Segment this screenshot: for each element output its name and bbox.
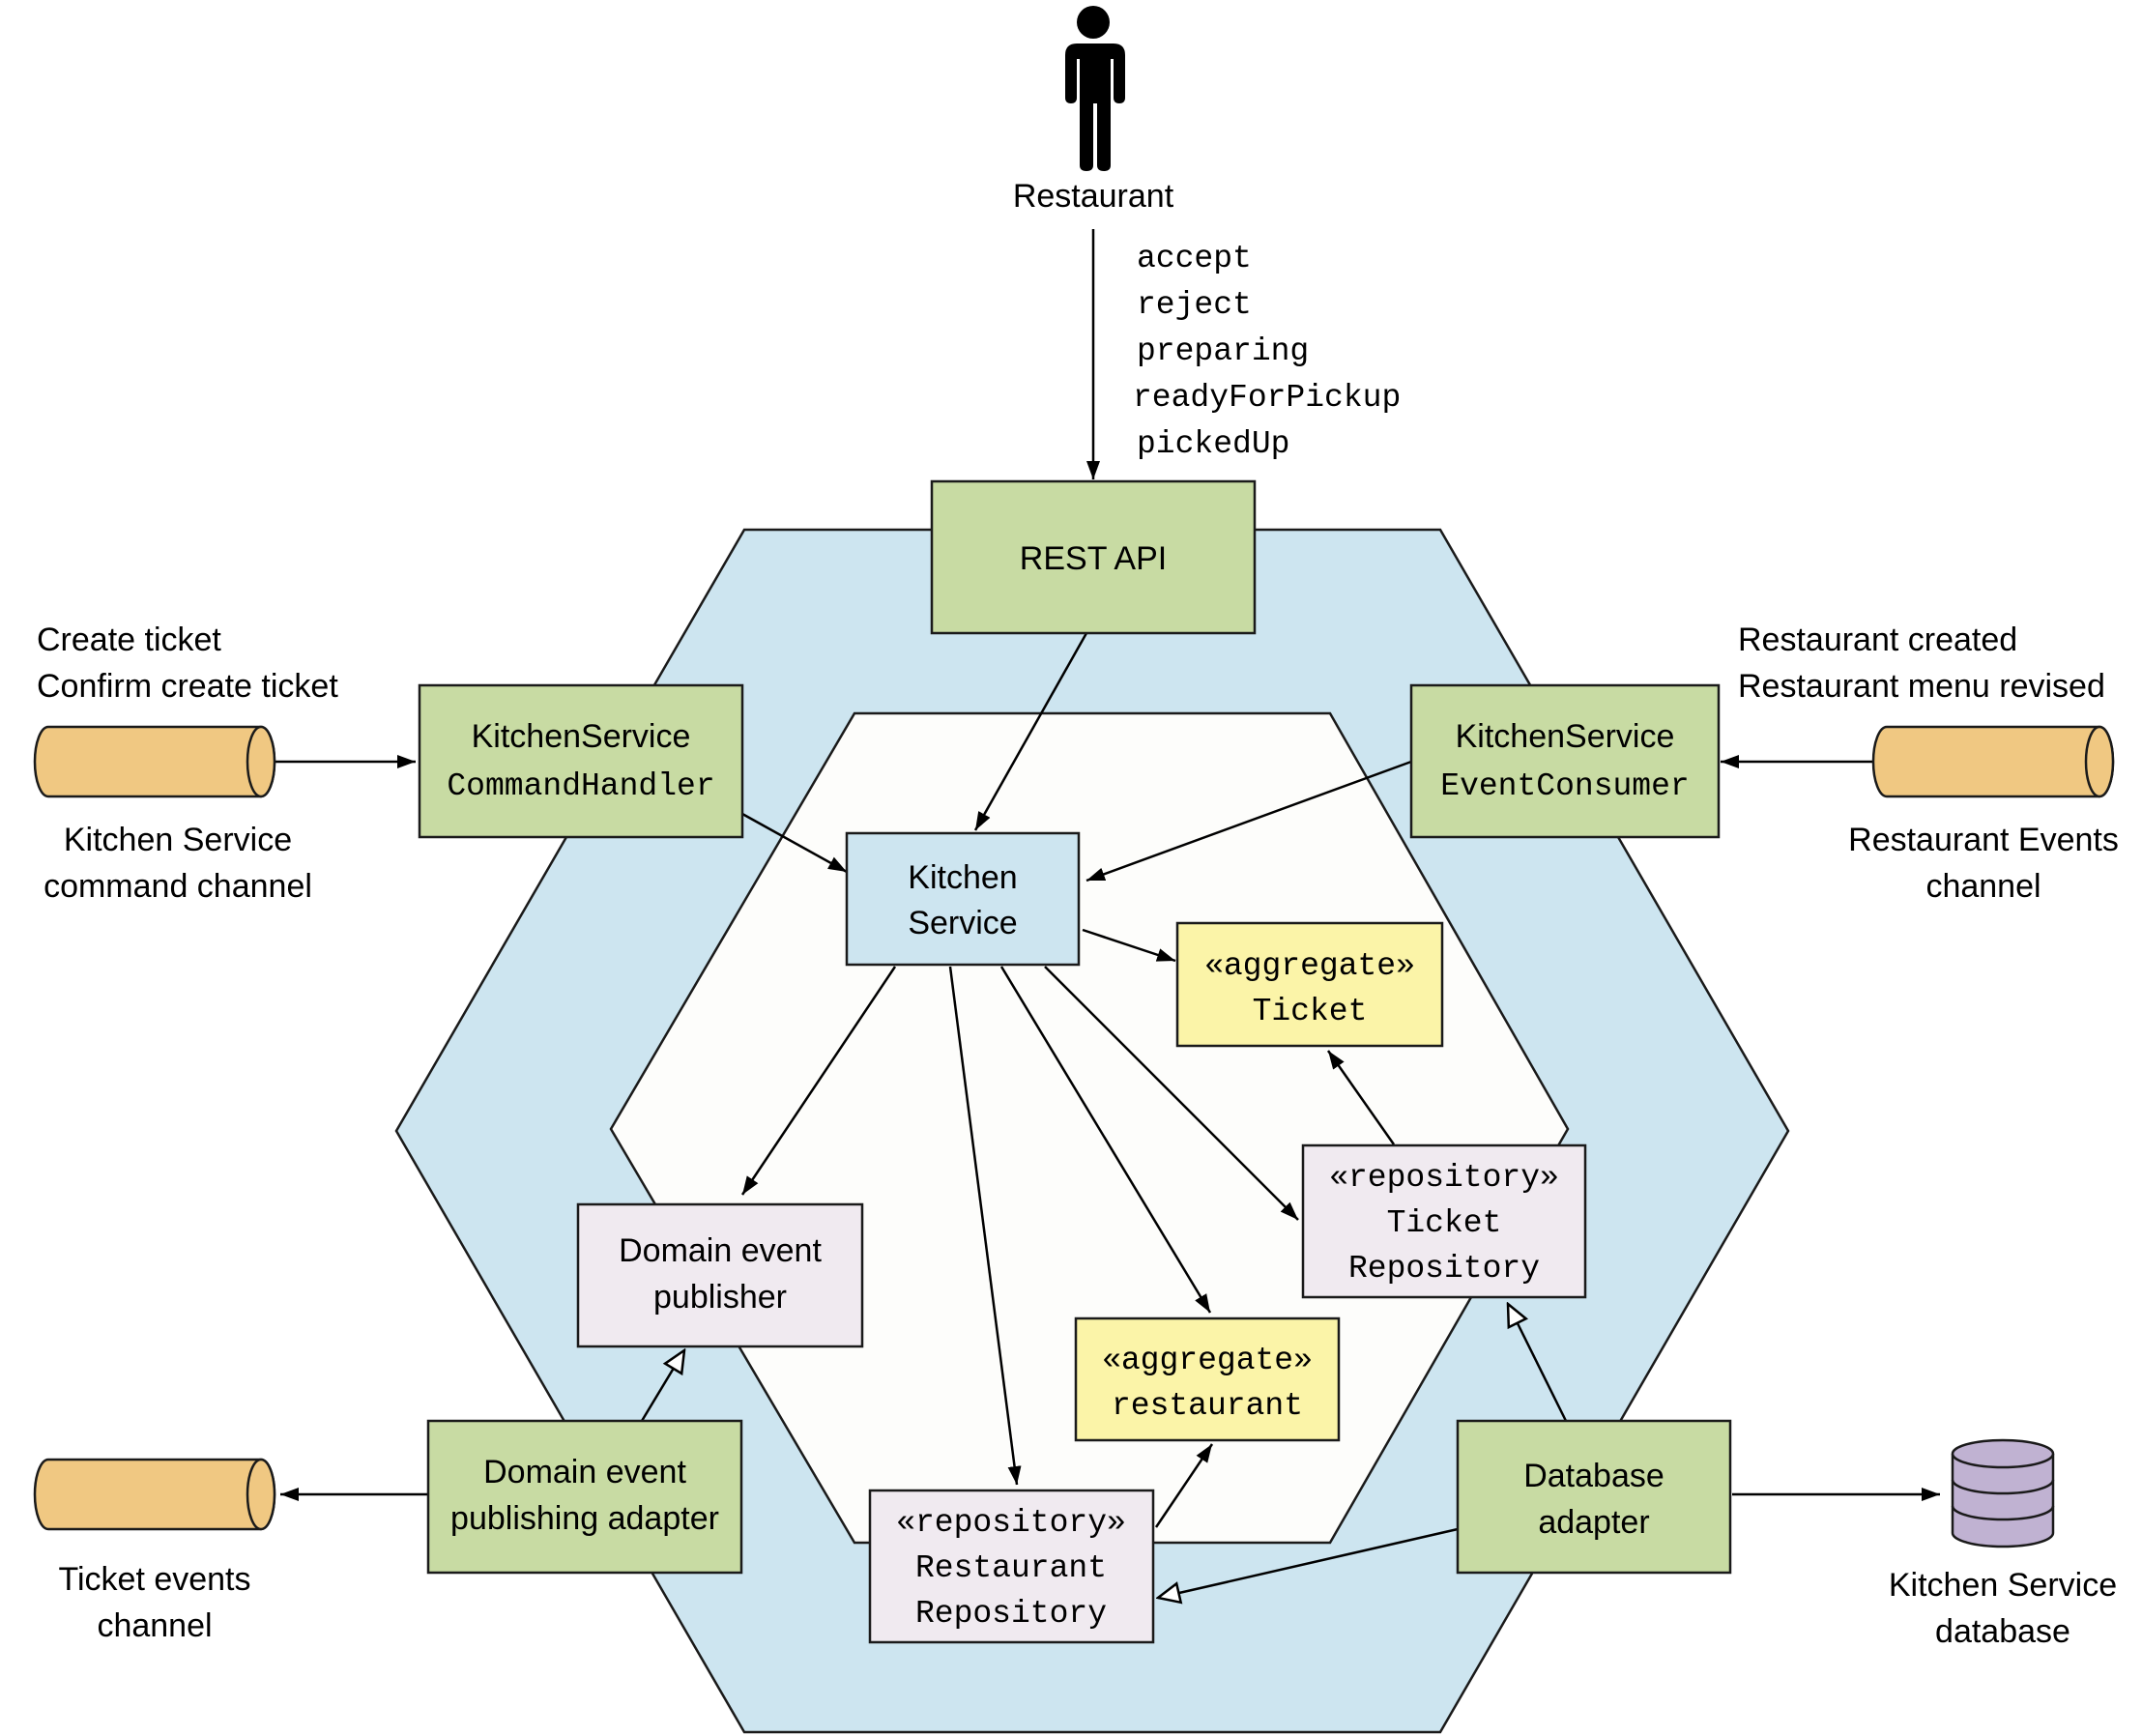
domain-event-publisher-box: Domain event publisher (576, 1202, 864, 1348)
actor-label: Restaurant (1013, 178, 1174, 215)
restaurant-repository-line2: Restaurant (915, 1550, 1107, 1586)
operation-ready-for-pickup: readyForPickup (1133, 380, 1401, 416)
command-handler-adapter: KitchenService CommandHandler (418, 683, 744, 839)
command-channel-name-2: command channel (43, 868, 312, 905)
edge-kitchen-service-to-restaurant-repository (948, 966, 1022, 1486)
operation-preparing: preparing (1137, 333, 1309, 369)
restaurant-events-message-1: Restaurant created (1738, 622, 2017, 658)
domain-event-publishing-adapter: Domain event publishing adapter (426, 1419, 743, 1575)
ticket-repository-box: «repository» Ticket Repository (1301, 1143, 1587, 1299)
edge-kitchen-service-to-restaurant-aggregate (999, 966, 1212, 1314)
edge-command-handler-to-kitchen-service (741, 812, 848, 874)
restaurant-aggregate-stereotype: «aggregate» (1102, 1343, 1313, 1378)
rest-operations-list: accept reject preparing readyForPickup p… (1133, 241, 1401, 462)
database-name-2: database (1935, 1613, 2070, 1650)
restaurant-events-name-2: channel (1925, 868, 2041, 905)
ticket-repository-stereotype: «repository» (1329, 1160, 1559, 1196)
event-consumer-adapter: KitchenService EventConsumer (1409, 683, 1721, 839)
database-adapter-line2: adapter (1538, 1504, 1649, 1541)
edge-restaurant-repository-to-restaurant (1154, 1443, 1214, 1528)
ticket-aggregate-name: Ticket (1253, 994, 1368, 1029)
ticket-aggregate-box: «aggregate» Ticket (1175, 921, 1444, 1048)
restaurant-events-message-2: Restaurant menu revised (1738, 668, 2105, 705)
edge-database-adapter-implements-restaurant-repository (1158, 1527, 1459, 1598)
event-consumer-class: EventConsumer (1440, 768, 1689, 804)
command-handler-class: CommandHandler (447, 768, 714, 804)
edge-kitchen-service-to-ticket (1082, 928, 1176, 963)
command-channel-name-1: Kitchen Service (64, 822, 292, 858)
operation-picked-up: pickedUp (1137, 426, 1289, 462)
event-consumer-title: KitchenService (1456, 718, 1675, 755)
ticket-events-name-1: Ticket events (58, 1561, 250, 1598)
operation-accept: accept (1137, 241, 1252, 276)
edge-event-consumer-to-kitchen-service (1085, 760, 1412, 882)
kitchen-service-line1: Kitchen (908, 859, 1017, 896)
database-name-1: Kitchen Service (1889, 1567, 2117, 1604)
restaurant-events-name-1: Restaurant Events (1848, 822, 2119, 858)
edge-rest-api-to-kitchen-service (973, 632, 1088, 831)
ticket-events-channel-icon (33, 1458, 276, 1531)
edge-database-adapter-implements-ticket-repository (1508, 1304, 1569, 1424)
database-adapter: Database adapter (1456, 1419, 1732, 1575)
command-channel-message-1: Create ticket (37, 622, 221, 658)
restaurant-events-channel-icon (1871, 725, 2115, 798)
command-channel-icon (33, 725, 276, 798)
restaurant-repository-stereotype: «repository» (896, 1505, 1126, 1541)
database-icon (1951, 1438, 2055, 1548)
command-handler-title: KitchenService (472, 718, 691, 755)
publishing-adapter-line2: publishing adapter (450, 1500, 719, 1537)
database-adapter-line1: Database (1523, 1458, 1664, 1494)
ticket-events-name-2: channel (97, 1607, 212, 1644)
restaurant-aggregate-box: «aggregate» restaurant (1074, 1316, 1341, 1442)
restaurant-repository-line3: Repository (915, 1596, 1107, 1632)
restaurant-repository-box: «repository» Restaurant Repository (868, 1489, 1155, 1644)
publisher-line2: publisher (653, 1279, 787, 1316)
edge-ticket-repository-to-ticket (1326, 1050, 1396, 1145)
ticket-repository-line2: Ticket (1387, 1205, 1502, 1241)
person-icon (1065, 6, 1125, 171)
command-channel-message-2: Confirm create ticket (37, 668, 338, 705)
connectors (275, 229, 1940, 1598)
rest-api-adapter: REST API (930, 479, 1257, 635)
publisher-line1: Domain event (619, 1232, 822, 1269)
rest-api-label: REST API (1020, 540, 1167, 577)
edge-kitchen-service-to-publisher (740, 966, 897, 1196)
ticket-repository-line3: Repository (1348, 1251, 1540, 1287)
edge-publishing-adapter-implements-publisher (640, 1350, 684, 1422)
ticket-aggregate-stereotype: «aggregate» (1204, 948, 1415, 984)
kitchen-service-line2: Service (908, 905, 1017, 941)
restaurant-aggregate-name: restaurant (1112, 1388, 1303, 1424)
edge-kitchen-service-to-ticket-repository (1044, 966, 1299, 1221)
kitchen-service-box: Kitchen Service (845, 831, 1081, 967)
operation-reject: reject (1137, 287, 1252, 323)
publishing-adapter-line1: Domain event (483, 1454, 686, 1490)
